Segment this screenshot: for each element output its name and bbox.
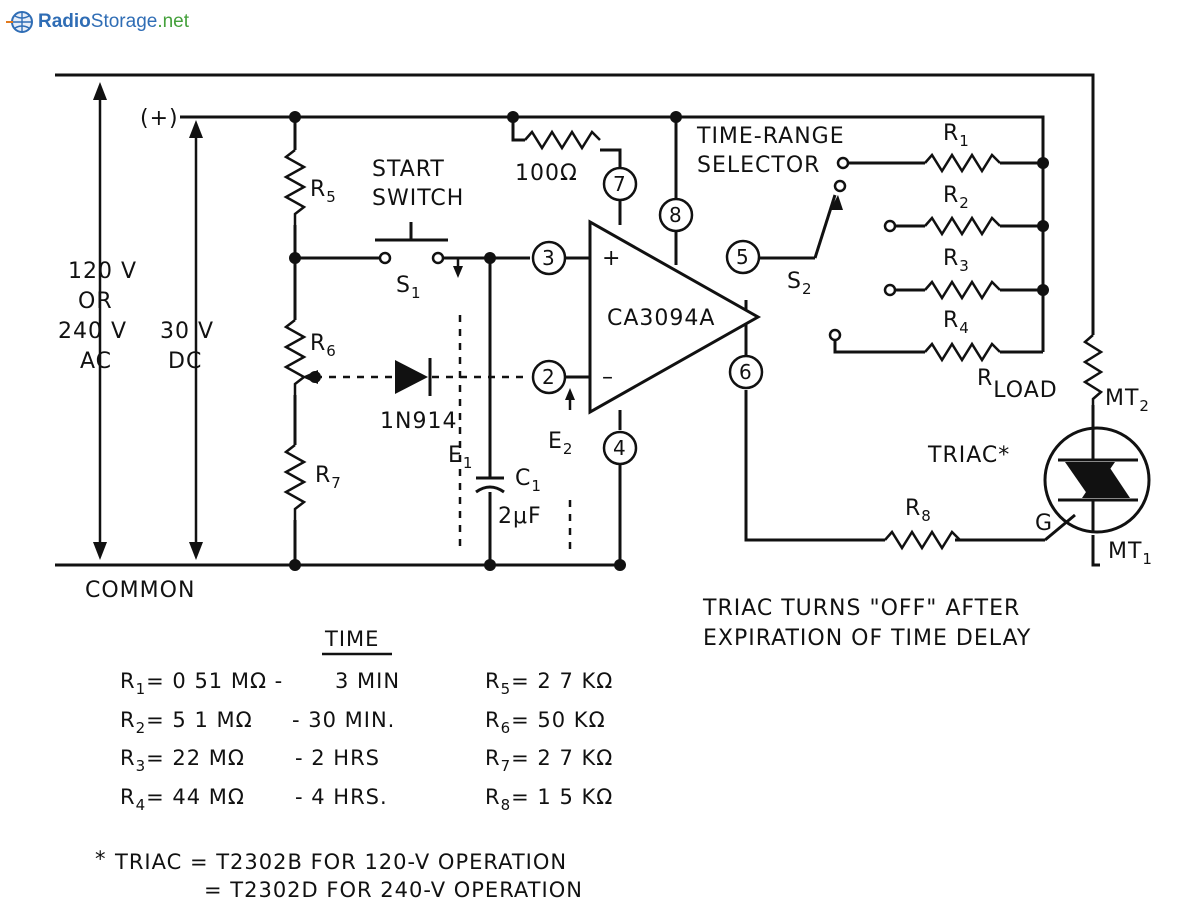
table-row-right: R5= 2 7 KΩ [485,669,613,698]
resistor-r8 [884,529,961,551]
resistor-r1 [924,152,1001,174]
label-mt1: MT1 [1108,539,1153,568]
table-row: R4= 44 MΩ [120,785,245,814]
pin-circles [531,166,764,466]
triac [1043,426,1151,542]
footnote-line-1: TRIAC = T2302B FOR 120-V OPERATION [114,850,567,874]
table-row-right: R7= 2 7 KΩ [485,746,613,775]
label-time-range: TIME-RANGE [696,124,845,149]
table-row: R2= 5 1 MΩ [120,708,253,737]
label-triac: TRIAC* [927,443,1010,468]
junction-dots [289,111,1049,571]
label-r7: R7 [315,463,342,492]
resistor-r3 [924,279,1001,301]
pin-3-label: 3 [542,246,555,270]
label-e2: E2 [548,429,573,458]
start-switch [375,222,463,278]
note-line-2: EXPIRATION OF TIME DELAY [703,626,1031,651]
pin-6-label: 6 [739,360,752,384]
label-120v: 120 V [68,259,137,284]
label-plus-input: + [602,246,621,271]
resistor-r100 [524,129,601,151]
label-switch: SWITCH [372,186,464,211]
label-100ohm: 100Ω [515,161,578,186]
diode-1n914 [395,358,432,396]
label-dc: DC [168,349,202,374]
resistors [283,129,1104,551]
label-c1: C1 [515,466,542,495]
label-common: COMMON [85,578,195,603]
label-1n914: 1N914 [380,409,457,434]
pin-8-label: 8 [669,203,682,227]
pin-5-label: 5 [736,245,749,269]
footnote-line-2: = T2302D FOR 240-V OPERATION [204,878,583,902]
label-r4: R4 [943,308,970,337]
label-ca3094a: CA3094A [607,306,715,331]
pin-2-label: 2 [542,365,555,389]
logo-text-radio: Radio [38,11,91,32]
label-240v: 240 V [58,319,127,344]
table-row-right: R6= 50 KΩ [485,708,606,737]
label-s1: S1 [396,273,422,302]
label-plus: (+) [140,106,179,131]
resistor-r6 [283,319,307,395]
table-row: R3= 22 MΩ [120,746,245,775]
label-ac: AC [80,349,112,374]
table-header-time: TIME [324,627,379,651]
capacitor-c1 [475,476,505,494]
label-e1: E1 [448,443,473,472]
label-r2: R2 [943,183,970,212]
table-row-time: - 30 MIN. [292,708,395,732]
table-row-time: - 4 HRS. [295,785,388,809]
label-r1: R1 [943,121,970,150]
label-g: G [1035,511,1053,536]
wires [55,73,1100,567]
logo-text-storage: Storage [90,11,158,32]
resistor-rload [1082,334,1104,410]
opamp-ca3094a [588,219,762,415]
label-r8: R8 [905,496,932,525]
globe-icon [6,11,33,33]
note-line-1: TRIAC TURNS "OFF" AFTER [702,596,1020,621]
label-mt2: MT2 [1105,386,1150,415]
pin-4-label: 4 [613,436,626,460]
label-or: OR [78,289,113,314]
label-r5: R5 [310,177,337,206]
label-minus-input: – [602,365,614,390]
label-c1-value: 2μF [498,504,542,529]
value-table: TIME R1= 0 51 MΩ - 3 MIN R5= 2 7 KΩ R2= … [95,627,613,902]
table-row-time: - 2 HRS [295,746,380,770]
table-row-right: R8= 1 5 KΩ [485,785,613,814]
table-row-time: 3 MIN [335,669,400,693]
pin-7-label: 7 [613,172,626,196]
label-s2: S2 [787,269,813,298]
label-30v: 30 V [160,319,214,344]
resistor-r2 [924,215,1001,237]
selector-contacts [828,156,897,342]
label-r3: R3 [943,246,970,275]
footnote-star: * [95,847,107,871]
resistor-r4 [924,341,1001,363]
resistor-r5 [283,149,307,225]
label-r6: R6 [310,331,337,360]
logo-text-domain: .net [157,11,190,32]
label-selector: SELECTOR [697,153,820,178]
label-start: START [372,157,445,182]
table-row: R1= 0 51 MΩ - [120,669,283,698]
resistor-r7 [283,444,307,520]
label-rload: RLOAD [977,366,1058,403]
